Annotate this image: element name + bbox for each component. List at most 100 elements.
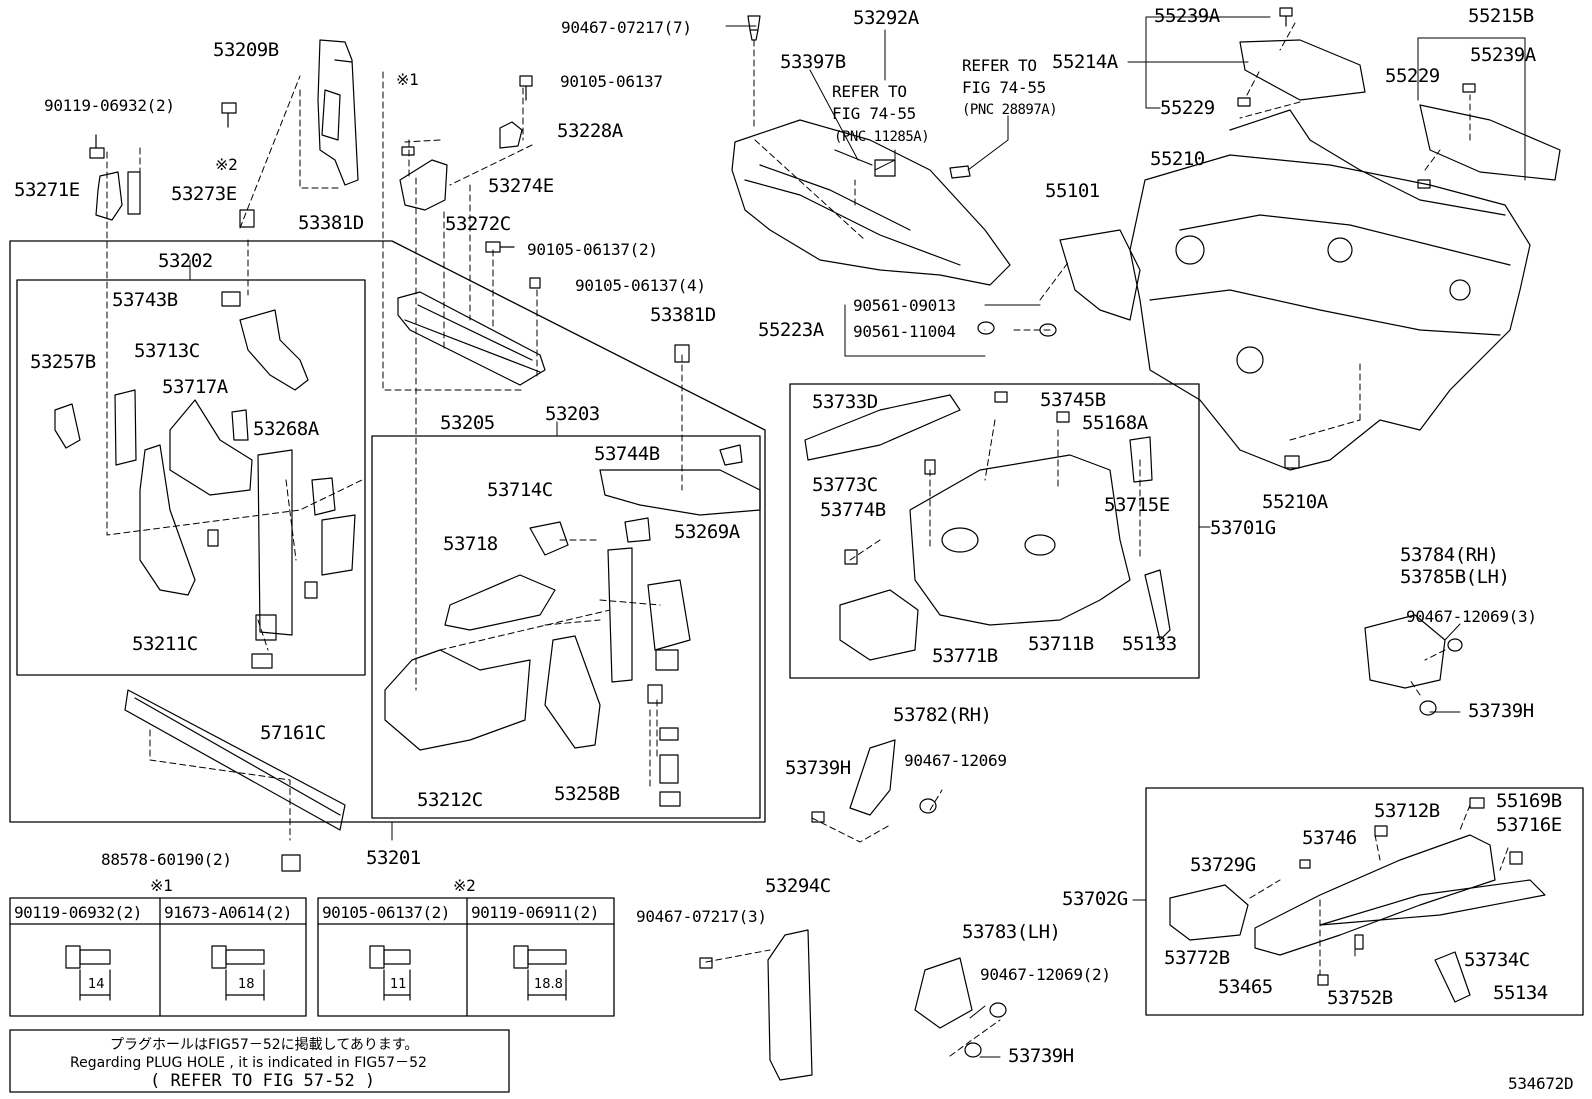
label-53739H-b: 53739H — [785, 757, 851, 779]
label-53702G: 53702G — [1062, 888, 1128, 910]
label-53272C: 53272C — [445, 213, 511, 235]
refer1-line1: REFER TO — [832, 82, 907, 101]
label-90561-09013: 90561-09013 — [853, 296, 956, 315]
label-53294C: 53294C — [765, 875, 831, 897]
label-53257B: 53257B — [30, 351, 96, 373]
label-90467-12069-3: 90467-12069(3) — [1406, 607, 1537, 626]
refer1-line3: (PNC 11285A) — [834, 129, 930, 145]
screw-2 — [221, 102, 237, 128]
label-53381D-a: 53381D — [298, 212, 364, 234]
label-53783LH: 53783(LH) — [962, 921, 1061, 943]
frame-53702G — [1145, 787, 1584, 1016]
frame-53202 — [16, 279, 366, 676]
table1-mark: ※1 — [150, 876, 173, 895]
label-88578-60190-2: 88578-60190(2) — [101, 850, 232, 869]
note-frame — [9, 1029, 510, 1093]
plug-note-ref: ( REFER TO FIG 57-52 ) — [150, 1071, 376, 1091]
table2-col1-length: 11 — [390, 977, 407, 992]
label-90119-06932-2: 90119-06932(2) — [44, 96, 175, 115]
ref-mark-2: ※2 — [215, 155, 238, 174]
label-53785BLH: 53785B(LH) — [1400, 566, 1510, 588]
label-55215B: 55215B — [1468, 5, 1534, 27]
table1-col1-length: 14 — [88, 977, 105, 992]
label-53381D-b: 53381D — [650, 304, 716, 326]
group-frames — [9, 240, 1584, 1093]
label-53774B: 53774B — [820, 499, 886, 521]
table2-mark: ※2 — [453, 876, 476, 895]
label-53201: 53201 — [366, 847, 421, 869]
label-55134: 55134 — [1493, 982, 1548, 1004]
label-57161C: 57161C — [260, 722, 326, 744]
label-53292A: 53292A — [853, 7, 919, 29]
label-90467-07217-7: 90467-07217(7) — [561, 18, 692, 37]
diagram-id: 534672D — [1508, 1074, 1574, 1093]
screw-90119-a — [89, 134, 105, 159]
label-53397B: 53397B — [780, 51, 846, 73]
plug-note-jp: プラグホールはFIG57－52に掲載してあります。 — [110, 1037, 419, 1053]
frame-53203 — [371, 435, 761, 819]
label-53714C: 53714C — [487, 479, 553, 501]
plug-note-en: Regarding PLUG HOLE , it is indicated in… — [70, 1055, 427, 1071]
label-90467-07217-3: 90467-07217(3) — [636, 907, 767, 926]
table2-col2-length: 18.8 — [534, 977, 563, 992]
table-frame-1 — [9, 897, 307, 1017]
frame-53201 — [9, 240, 766, 823]
label-53716E: 53716E — [1496, 814, 1562, 836]
label-53744B: 53744B — [594, 443, 660, 465]
label-53274E: 53274E — [488, 175, 554, 197]
refer2-line3: (PNC 28897A) — [962, 102, 1058, 118]
label-53202: 53202 — [158, 250, 213, 272]
label-90105-06137: 90105-06137 — [560, 72, 663, 91]
refer1-line2: FIG 74-55 — [832, 104, 916, 123]
ref-mark-1: ※1 — [396, 70, 419, 89]
label-53715E: 53715E — [1104, 494, 1170, 516]
label-53784RH: 53784(RH) — [1400, 544, 1499, 566]
label-90105-06137-4: 90105-06137(4) — [575, 276, 706, 295]
refer2-line2: FIG 74-55 — [962, 78, 1046, 97]
table1-col1-header: 90119-06932(2) — [14, 903, 142, 922]
table2-col2-header: 90119-06911(2) — [471, 903, 599, 922]
label-53739H-a: 53739H — [1468, 700, 1534, 722]
dashed-lines — [106, 22, 1509, 1057]
label-55214A: 55214A — [1052, 51, 1118, 73]
label-90561-11004: 90561-11004 — [853, 322, 956, 341]
label-53258B: 53258B — [554, 783, 620, 805]
fastener-bolt-2 — [211, 945, 265, 969]
label-55133: 55133 — [1122, 633, 1177, 655]
label-55229-b: 55229 — [1385, 65, 1440, 87]
label-53773C: 53773C — [812, 474, 878, 496]
label-53701G: 53701G — [1210, 517, 1276, 539]
table1-col2-length: 18 — [238, 977, 255, 992]
label-90467-12069-2: 90467-12069(2) — [980, 965, 1111, 984]
label-53203: 53203 — [545, 403, 600, 425]
label-53271E: 53271E — [14, 179, 80, 201]
fastener-bolt-4 — [513, 945, 567, 969]
label-53211C: 53211C — [132, 633, 198, 655]
label-53772B: 53772B — [1164, 947, 1230, 969]
frame-53701G — [789, 383, 1200, 679]
label-53269A: 53269A — [674, 521, 740, 543]
label-53212C: 53212C — [417, 789, 483, 811]
label-53739H-c: 53739H — [1008, 1045, 1074, 1067]
label-53228A: 53228A — [557, 120, 623, 142]
label-53713C: 53713C — [134, 340, 200, 362]
label-53746: 53746 — [1302, 827, 1357, 849]
label-55239A-a: 55239A — [1154, 5, 1220, 27]
table2-col1-header: 90105-06137(2) — [322, 903, 450, 922]
label-90467-12069: 90467-12069 — [904, 751, 1007, 770]
label-53205: 53205 — [440, 412, 495, 434]
label-53465: 53465 — [1218, 976, 1273, 998]
label-55169B: 55169B — [1496, 790, 1562, 812]
label-53273E: 53273E — [171, 183, 237, 205]
refer2-line1: REFER TO — [962, 56, 1037, 75]
label-53209B: 53209B — [213, 39, 279, 61]
label-55210A: 55210A — [1262, 491, 1328, 513]
label-55229-a: 55229 — [1160, 97, 1215, 119]
label-53782RH: 53782(RH) — [893, 704, 992, 726]
label-53734C: 53734C — [1464, 949, 1530, 971]
label-90105-06137-2: 90105-06137(2) — [527, 240, 658, 259]
label-55210: 55210 — [1150, 148, 1205, 170]
label-53733D: 53733D — [812, 391, 878, 413]
